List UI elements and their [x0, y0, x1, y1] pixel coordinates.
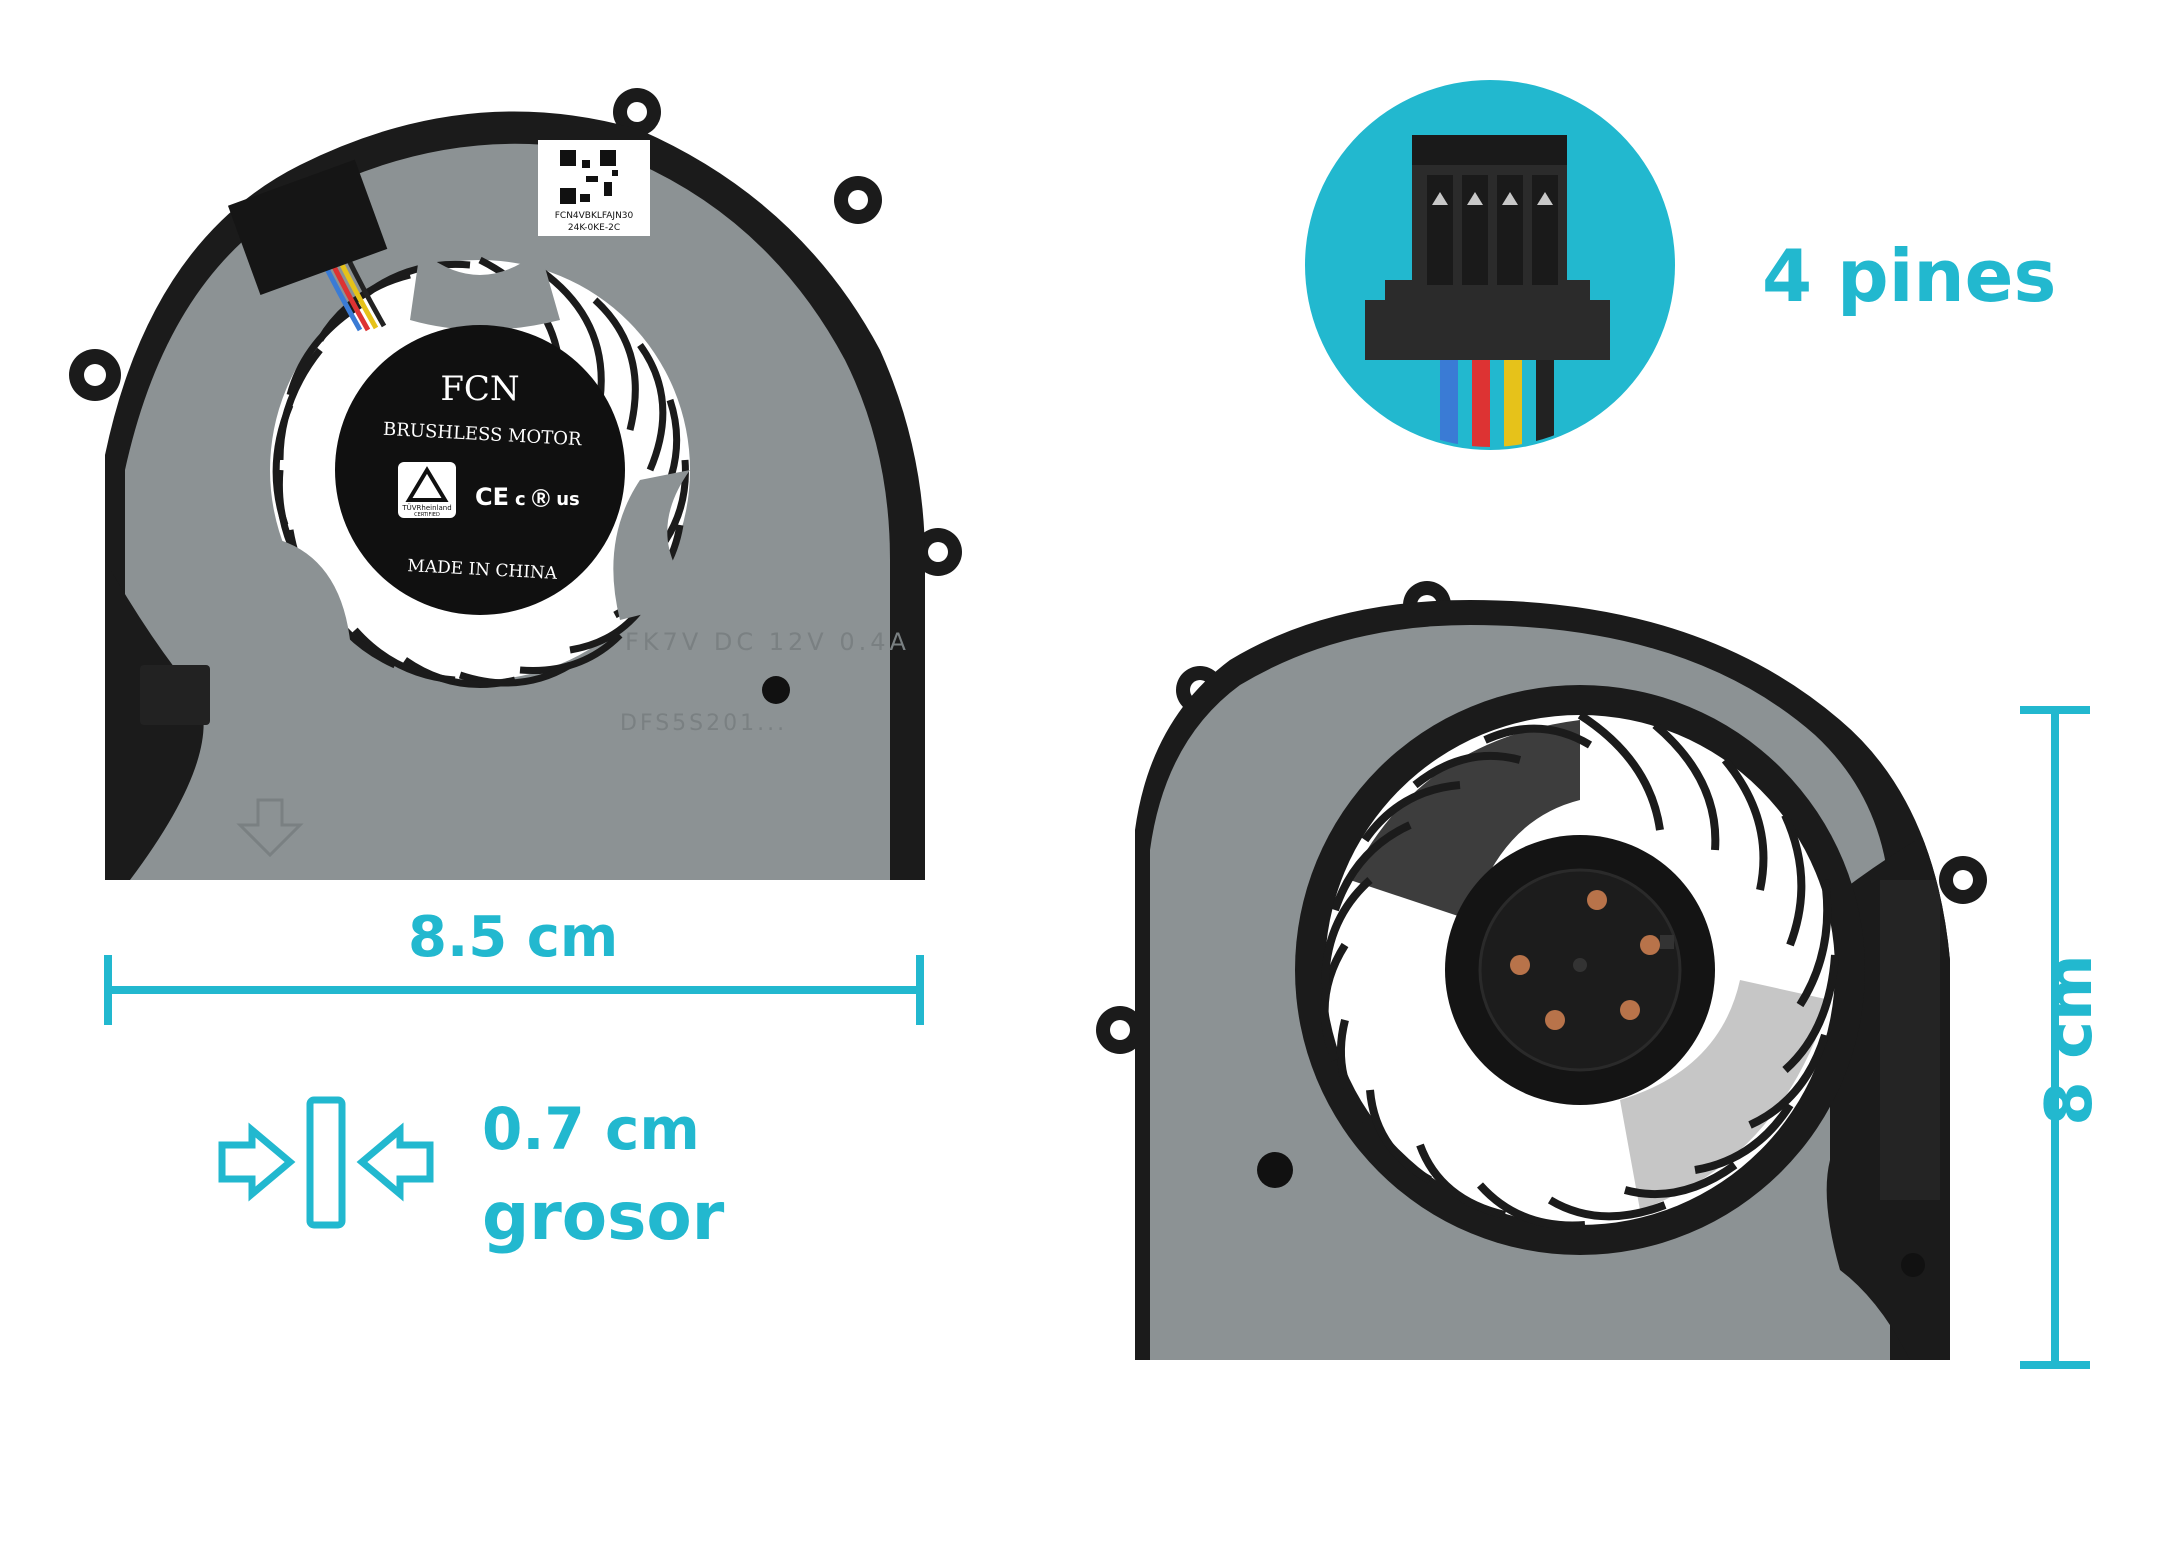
thickness-value-label: 0.7 cm: [482, 1095, 700, 1163]
width-dimension-line: [104, 955, 924, 1025]
width-label: 8.5 cm: [408, 905, 619, 970]
mounting-ears-front: [69, 88, 962, 576]
airflow-arrow-icon: [236, 798, 304, 858]
height-dimension-line: [2020, 706, 2090, 1369]
fan-cable: [227, 159, 388, 332]
pins-label: 4 pines: [1762, 234, 2057, 318]
ce-mark: CE: [475, 483, 509, 511]
qr-sticker: FCN4VBKLFAJN30 24K-0KE-2C: [538, 140, 650, 236]
sticker-line-1: FCN4VBKLFAJN30: [555, 211, 634, 221]
rating-emboss: FK7V DC 12V 0.4A: [625, 628, 910, 656]
fan-front: FCN BRUSHLESS MOTOR TÜVRheinland CERTIFI…: [69, 88, 962, 880]
sticker-line-2: 24K-0KE-2C: [568, 223, 620, 233]
height-label: 8 cm: [2033, 954, 2107, 1126]
ul-mark: c Ⓡ us: [515, 488, 580, 510]
svg-text:TÜVRheinland: TÜVRheinland: [401, 503, 451, 512]
thickness-word-label: grosor: [482, 1178, 725, 1255]
connector-4pin-icon: [1365, 135, 1610, 447]
motor-hub-label: FCN BRUSHLESS MOTOR TÜVRheinland CERTIFI…: [335, 325, 625, 615]
hub-brand: FCN: [440, 369, 519, 409]
svg-text:CERTIFIED: CERTIFIED: [414, 512, 440, 518]
thickness-arrows-icon: [218, 1096, 434, 1229]
model-emboss: DFS5S201...: [620, 711, 787, 736]
fan-back: [1096, 581, 1987, 1360]
impeller: [1295, 685, 1865, 1255]
connector-detail: [1305, 80, 1675, 450]
tuv-cert-icon: TÜVRheinland CERTIFIED: [398, 462, 456, 518]
